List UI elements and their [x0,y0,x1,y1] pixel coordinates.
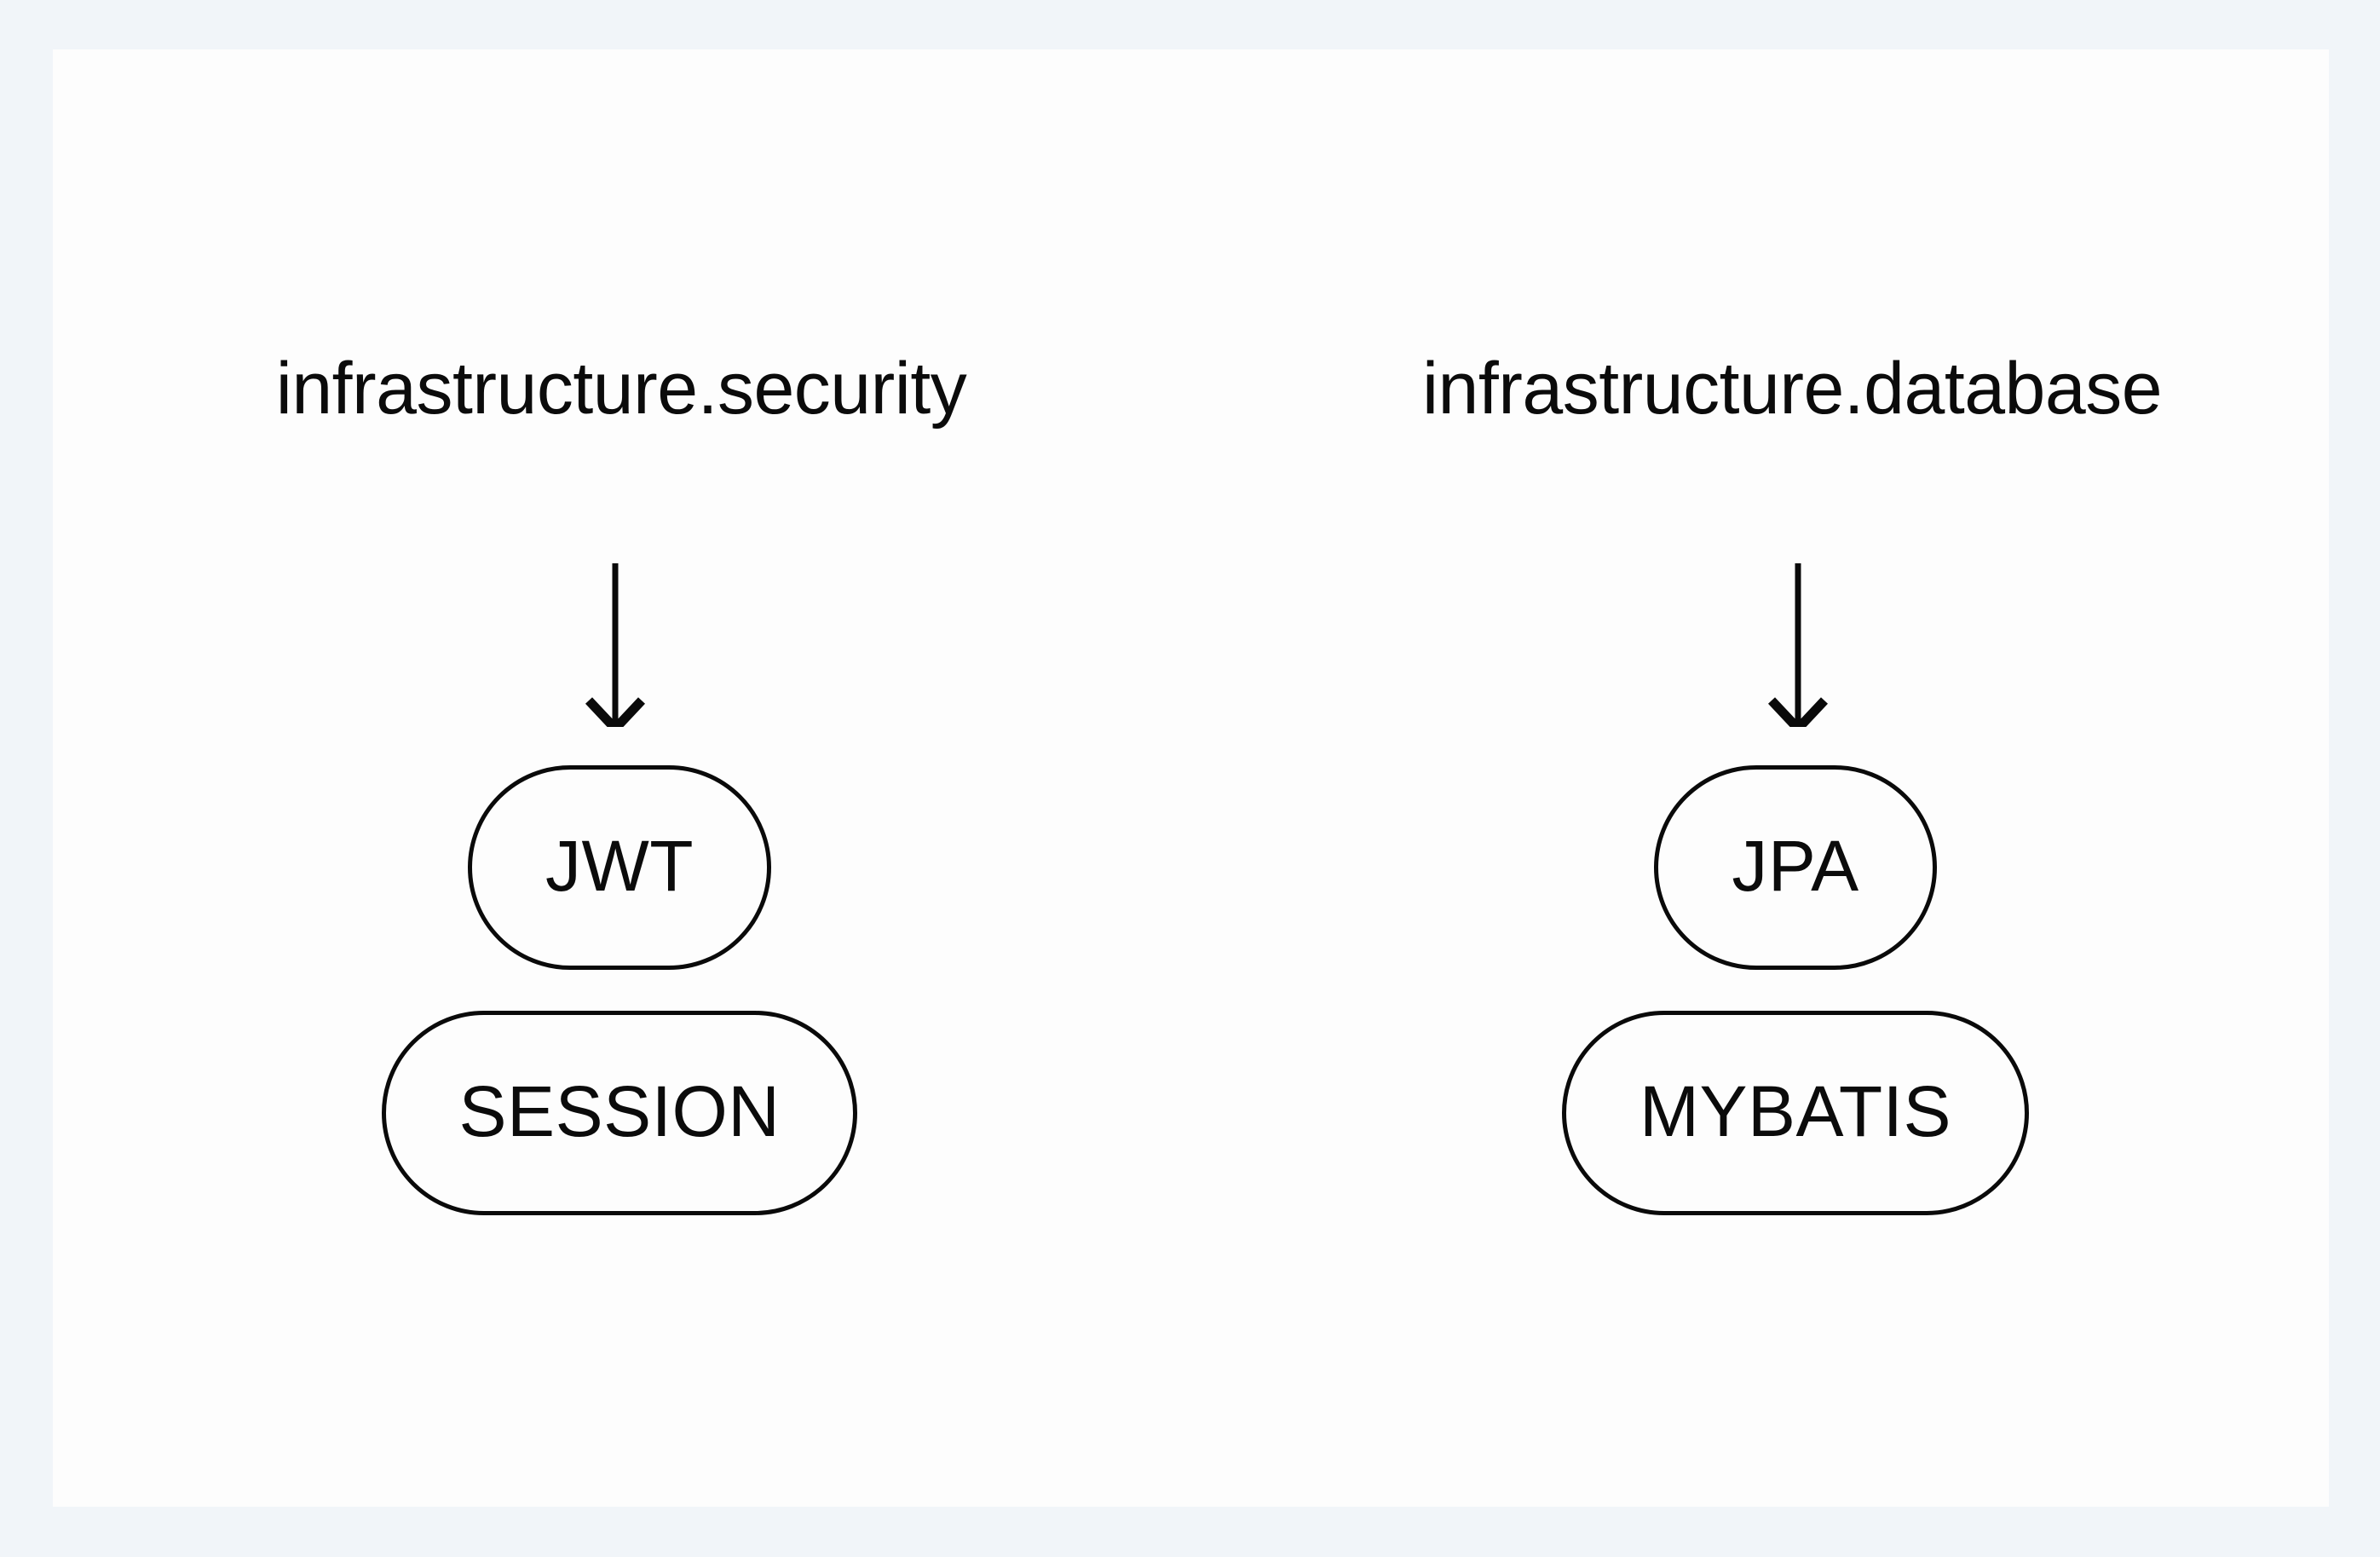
node-session-label: SESSION [458,1071,781,1151]
node-stack-database: JPA MYBATIS [1229,765,2345,1215]
node-mybatis-label: MYBATIS [1639,1071,1951,1151]
node-jwt[interactable]: JWT [467,765,772,970]
subgraph-label-security: infrastructure.security [275,348,967,430]
down-arrow-icon [1747,514,1849,727]
down-arrow-icon [564,514,666,727]
subgraph-security: infrastructure.security JWT SESSION [53,49,1169,1507]
node-session[interactable]: SESSION [381,1011,858,1215]
node-stack-security: JWT SESSION [53,765,1178,1215]
diagram-canvas: infrastructure.security JWT SESSION infr… [53,49,2329,1507]
node-jwt-label: JWT [545,826,694,906]
subgraph-database: infrastructure.database JPA MYBATIS [1229,49,2328,1507]
node-mybatis[interactable]: MYBATIS [1562,1011,2029,1215]
subgraph-label-database: infrastructure.database [1421,348,2163,430]
node-jpa-label: JPA [1732,826,1859,906]
node-jpa[interactable]: JPA [1654,765,1937,970]
